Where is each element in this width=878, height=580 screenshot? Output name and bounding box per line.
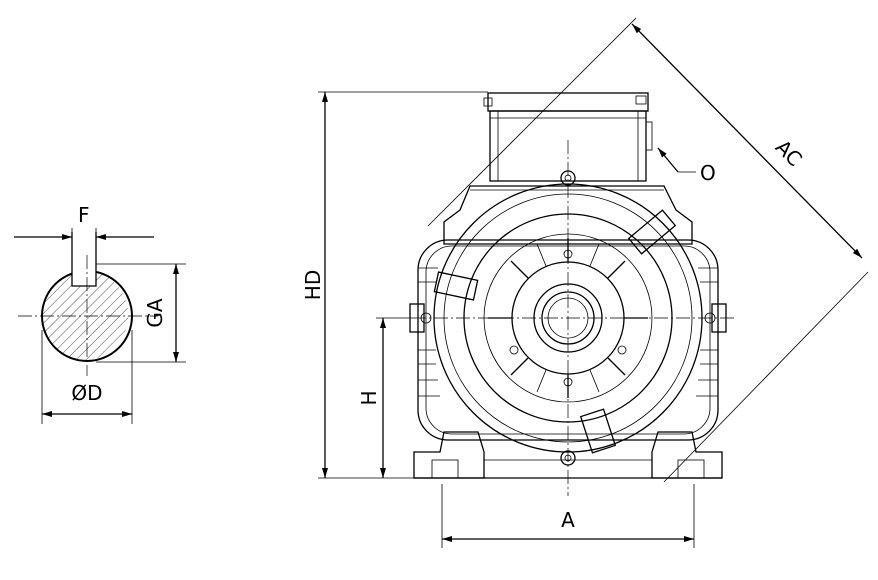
dim-label-a: A — [561, 508, 575, 532]
dim-label-hd: HD — [301, 270, 325, 300]
dim-label-d: ØD — [71, 381, 102, 405]
key — [71, 232, 97, 287]
dim-label-h: H — [357, 390, 381, 405]
shaft-section-view: F GA ØD — [14, 203, 186, 424]
motor-dimensions: HD H A AC O — [301, 17, 869, 548]
dim-label-ac: AC — [771, 135, 807, 171]
motor-front-view — [409, 92, 736, 496]
dim-label-o: O — [700, 161, 716, 185]
dim-label-f: F — [78, 203, 90, 227]
dim-label-ga: GA — [143, 298, 167, 327]
tabs — [433, 209, 677, 454]
